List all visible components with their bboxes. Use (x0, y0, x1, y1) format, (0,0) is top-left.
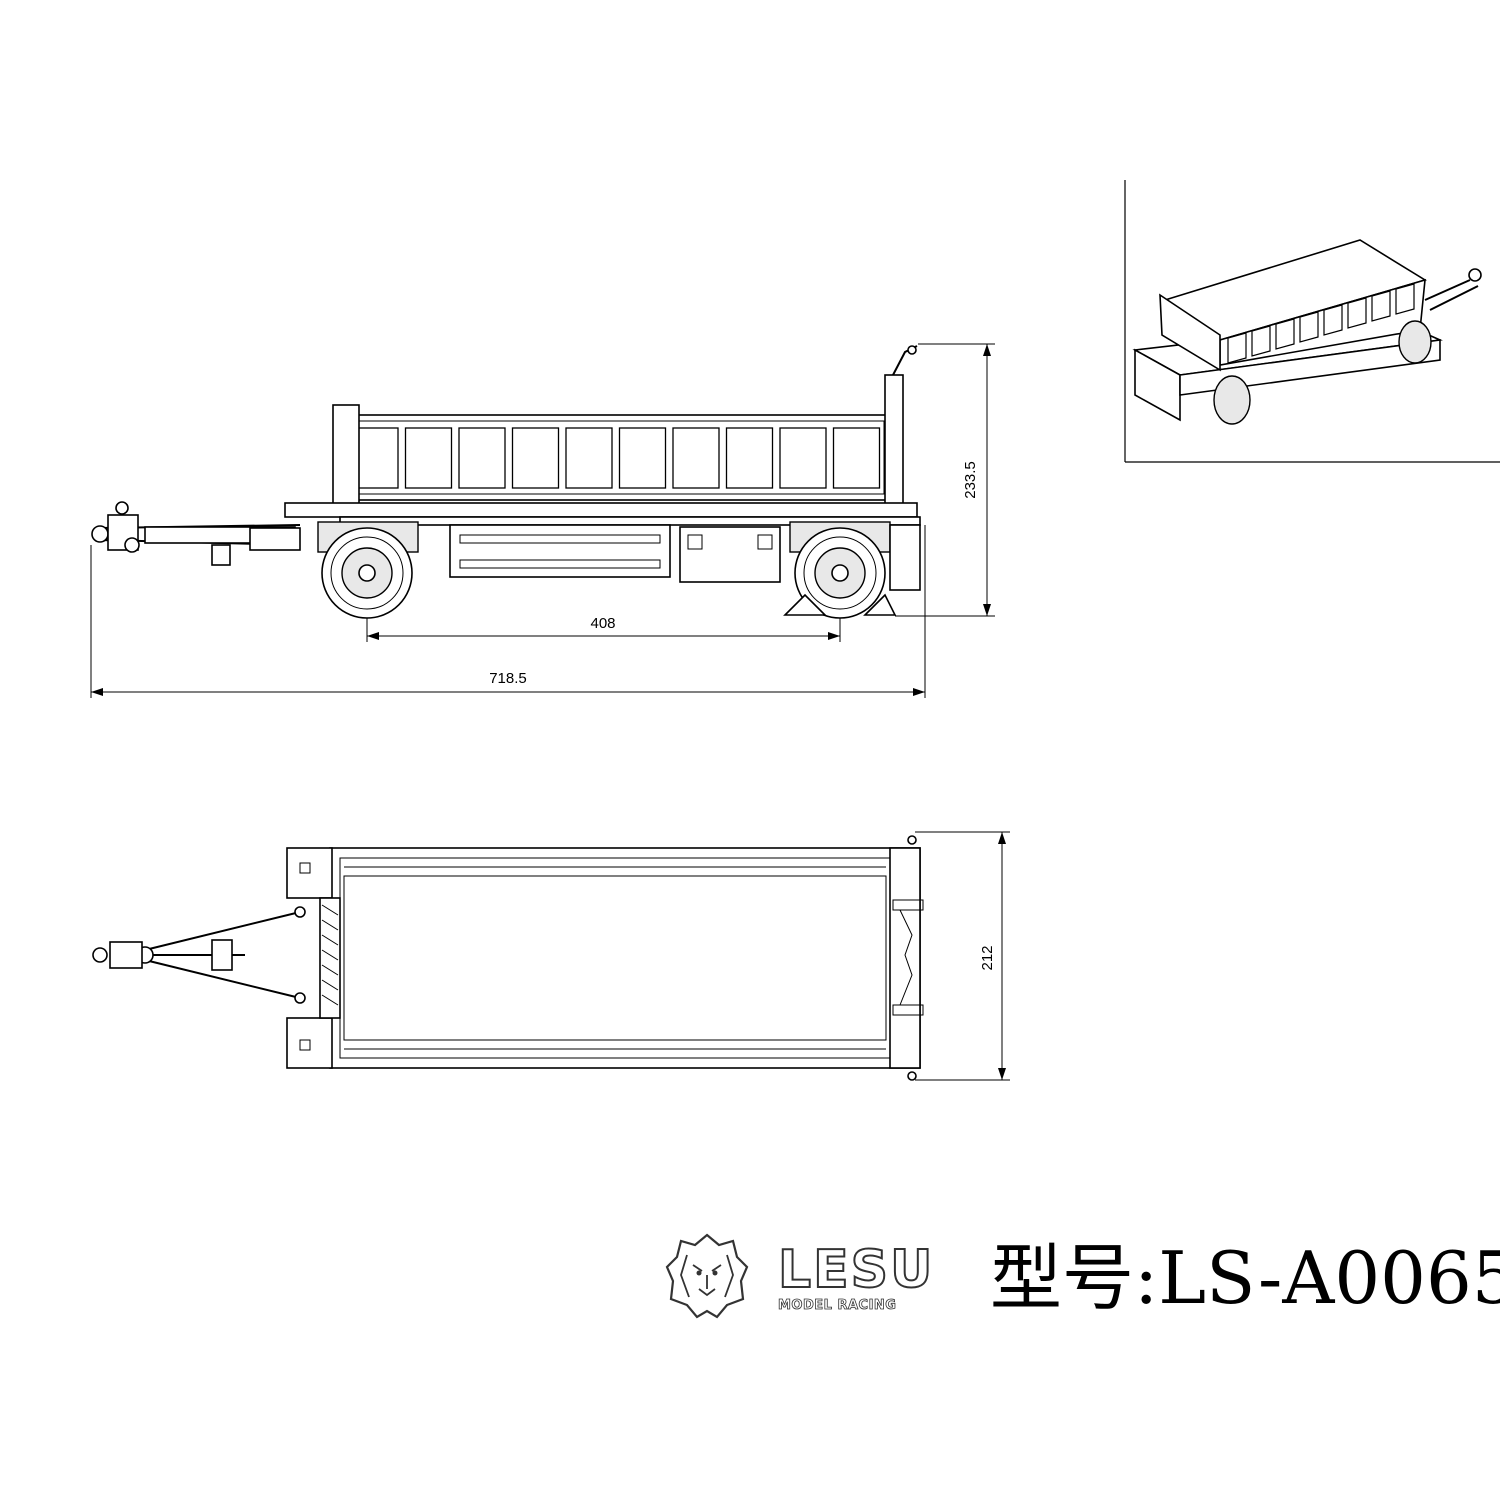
dump-body (339, 414, 891, 501)
dimension-height-label: 233.5 (962, 461, 979, 499)
brand-name: LESU (777, 1239, 935, 1301)
top-bed (329, 847, 921, 1069)
tailgate-post (884, 374, 904, 506)
dimension-length-label: 718.5 (489, 670, 527, 687)
body-panels (351, 427, 881, 489)
body-panel (832, 427, 881, 489)
lion-head-icon (665, 1233, 749, 1319)
front-wheel (321, 527, 413, 619)
body-panel (725, 427, 774, 489)
body-panel (458, 427, 506, 489)
iso-body-panel (1275, 318, 1295, 350)
drawbar (91, 501, 301, 566)
iso-body-panel (1395, 283, 1415, 315)
brand-tagline: MODEL RACING (778, 1298, 897, 1314)
isometric-view (1124, 180, 1500, 463)
iso-body-panel (1323, 304, 1343, 336)
iso-body-panel (1251, 325, 1271, 357)
body-panel (511, 427, 560, 489)
dimension-width: 212 (915, 831, 1010, 1081)
body-panel (672, 427, 720, 489)
top-view: 212 (92, 831, 1010, 1081)
iso-body-panel (1299, 311, 1319, 343)
dimension-wheelbase: 408 (366, 615, 841, 642)
top-drawbar (92, 906, 306, 1004)
front-board (332, 404, 360, 506)
dimension-wheelbase-label: 408 (590, 615, 615, 632)
dimension-width-label: 212 (979, 945, 996, 970)
iso-body-panel (1227, 332, 1247, 364)
body-panel (565, 427, 613, 489)
dimension-height: 233.5 (895, 343, 995, 617)
body-panel (779, 427, 827, 489)
iso-body-panel (1347, 297, 1367, 329)
rear-wheel (794, 527, 886, 619)
mid-frame (449, 524, 671, 578)
body-panel (618, 427, 667, 489)
tool-box (679, 526, 781, 583)
iso-body-panel (1371, 290, 1391, 322)
body-panel (404, 427, 453, 489)
dimension-length: 718.5 (90, 525, 926, 698)
main-frame (284, 502, 918, 518)
side-view: 233.5 408 718.5 (90, 343, 995, 698)
brand-logo: LESU MODEL RACING (777, 1239, 940, 1320)
model-number: 型号:LS-A0065 (990, 1236, 1500, 1320)
